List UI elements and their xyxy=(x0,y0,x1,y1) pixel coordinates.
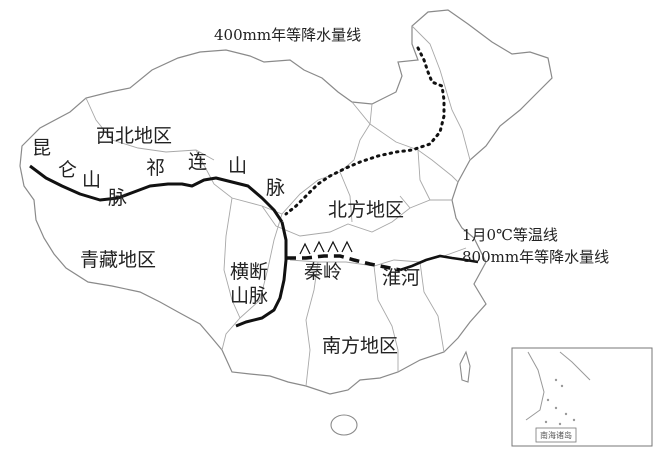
label-kunlun-2: 仑 xyxy=(58,159,77,181)
label-hengduan-2: 山脉 xyxy=(230,285,268,307)
label-kunlun-3: 山 xyxy=(82,169,101,191)
taiwan-island xyxy=(459,350,471,383)
label-north: 北方地区 xyxy=(328,199,404,221)
label-northwest: 西北地区 xyxy=(96,125,172,147)
label-qilian-2: 连 xyxy=(188,151,207,173)
kunlun-qilian-line xyxy=(29,164,284,223)
label-kunlun-1: 昆 xyxy=(32,137,51,159)
qinling-mountain-symbols xyxy=(299,240,353,255)
interior-borders xyxy=(85,25,471,387)
inset-label: 南海诸岛 xyxy=(540,430,572,440)
label-kunlun-4: 脉 xyxy=(108,187,127,209)
qinling-line xyxy=(286,254,401,272)
label-huaihe: 淮河 xyxy=(382,267,420,289)
isohyet-400-line xyxy=(284,46,446,216)
label-hengduan-1: 横断 xyxy=(230,261,268,283)
south-china-sea-inset: 南海诸岛 xyxy=(511,347,653,447)
label-qilian-3: 山 xyxy=(228,155,247,177)
china-outline xyxy=(19,9,553,395)
label-isotherm-jan0: 1月0℃等温线 xyxy=(462,226,558,244)
hengduan-line xyxy=(235,221,288,328)
label-isohyet-800: 800mm年等降水量线 xyxy=(462,248,609,266)
label-qinling: 秦岭 xyxy=(304,261,342,283)
huaihe-line xyxy=(399,254,479,272)
label-qilian-1: 祁 xyxy=(146,157,165,179)
label-isohyet-400: 400mm年等降水量线 xyxy=(214,26,361,44)
label-qilian-4: 脉 xyxy=(266,177,285,199)
label-south: 南方地区 xyxy=(322,335,398,357)
label-tibet: 青藏地区 xyxy=(80,249,156,271)
hainan-island xyxy=(330,414,358,436)
